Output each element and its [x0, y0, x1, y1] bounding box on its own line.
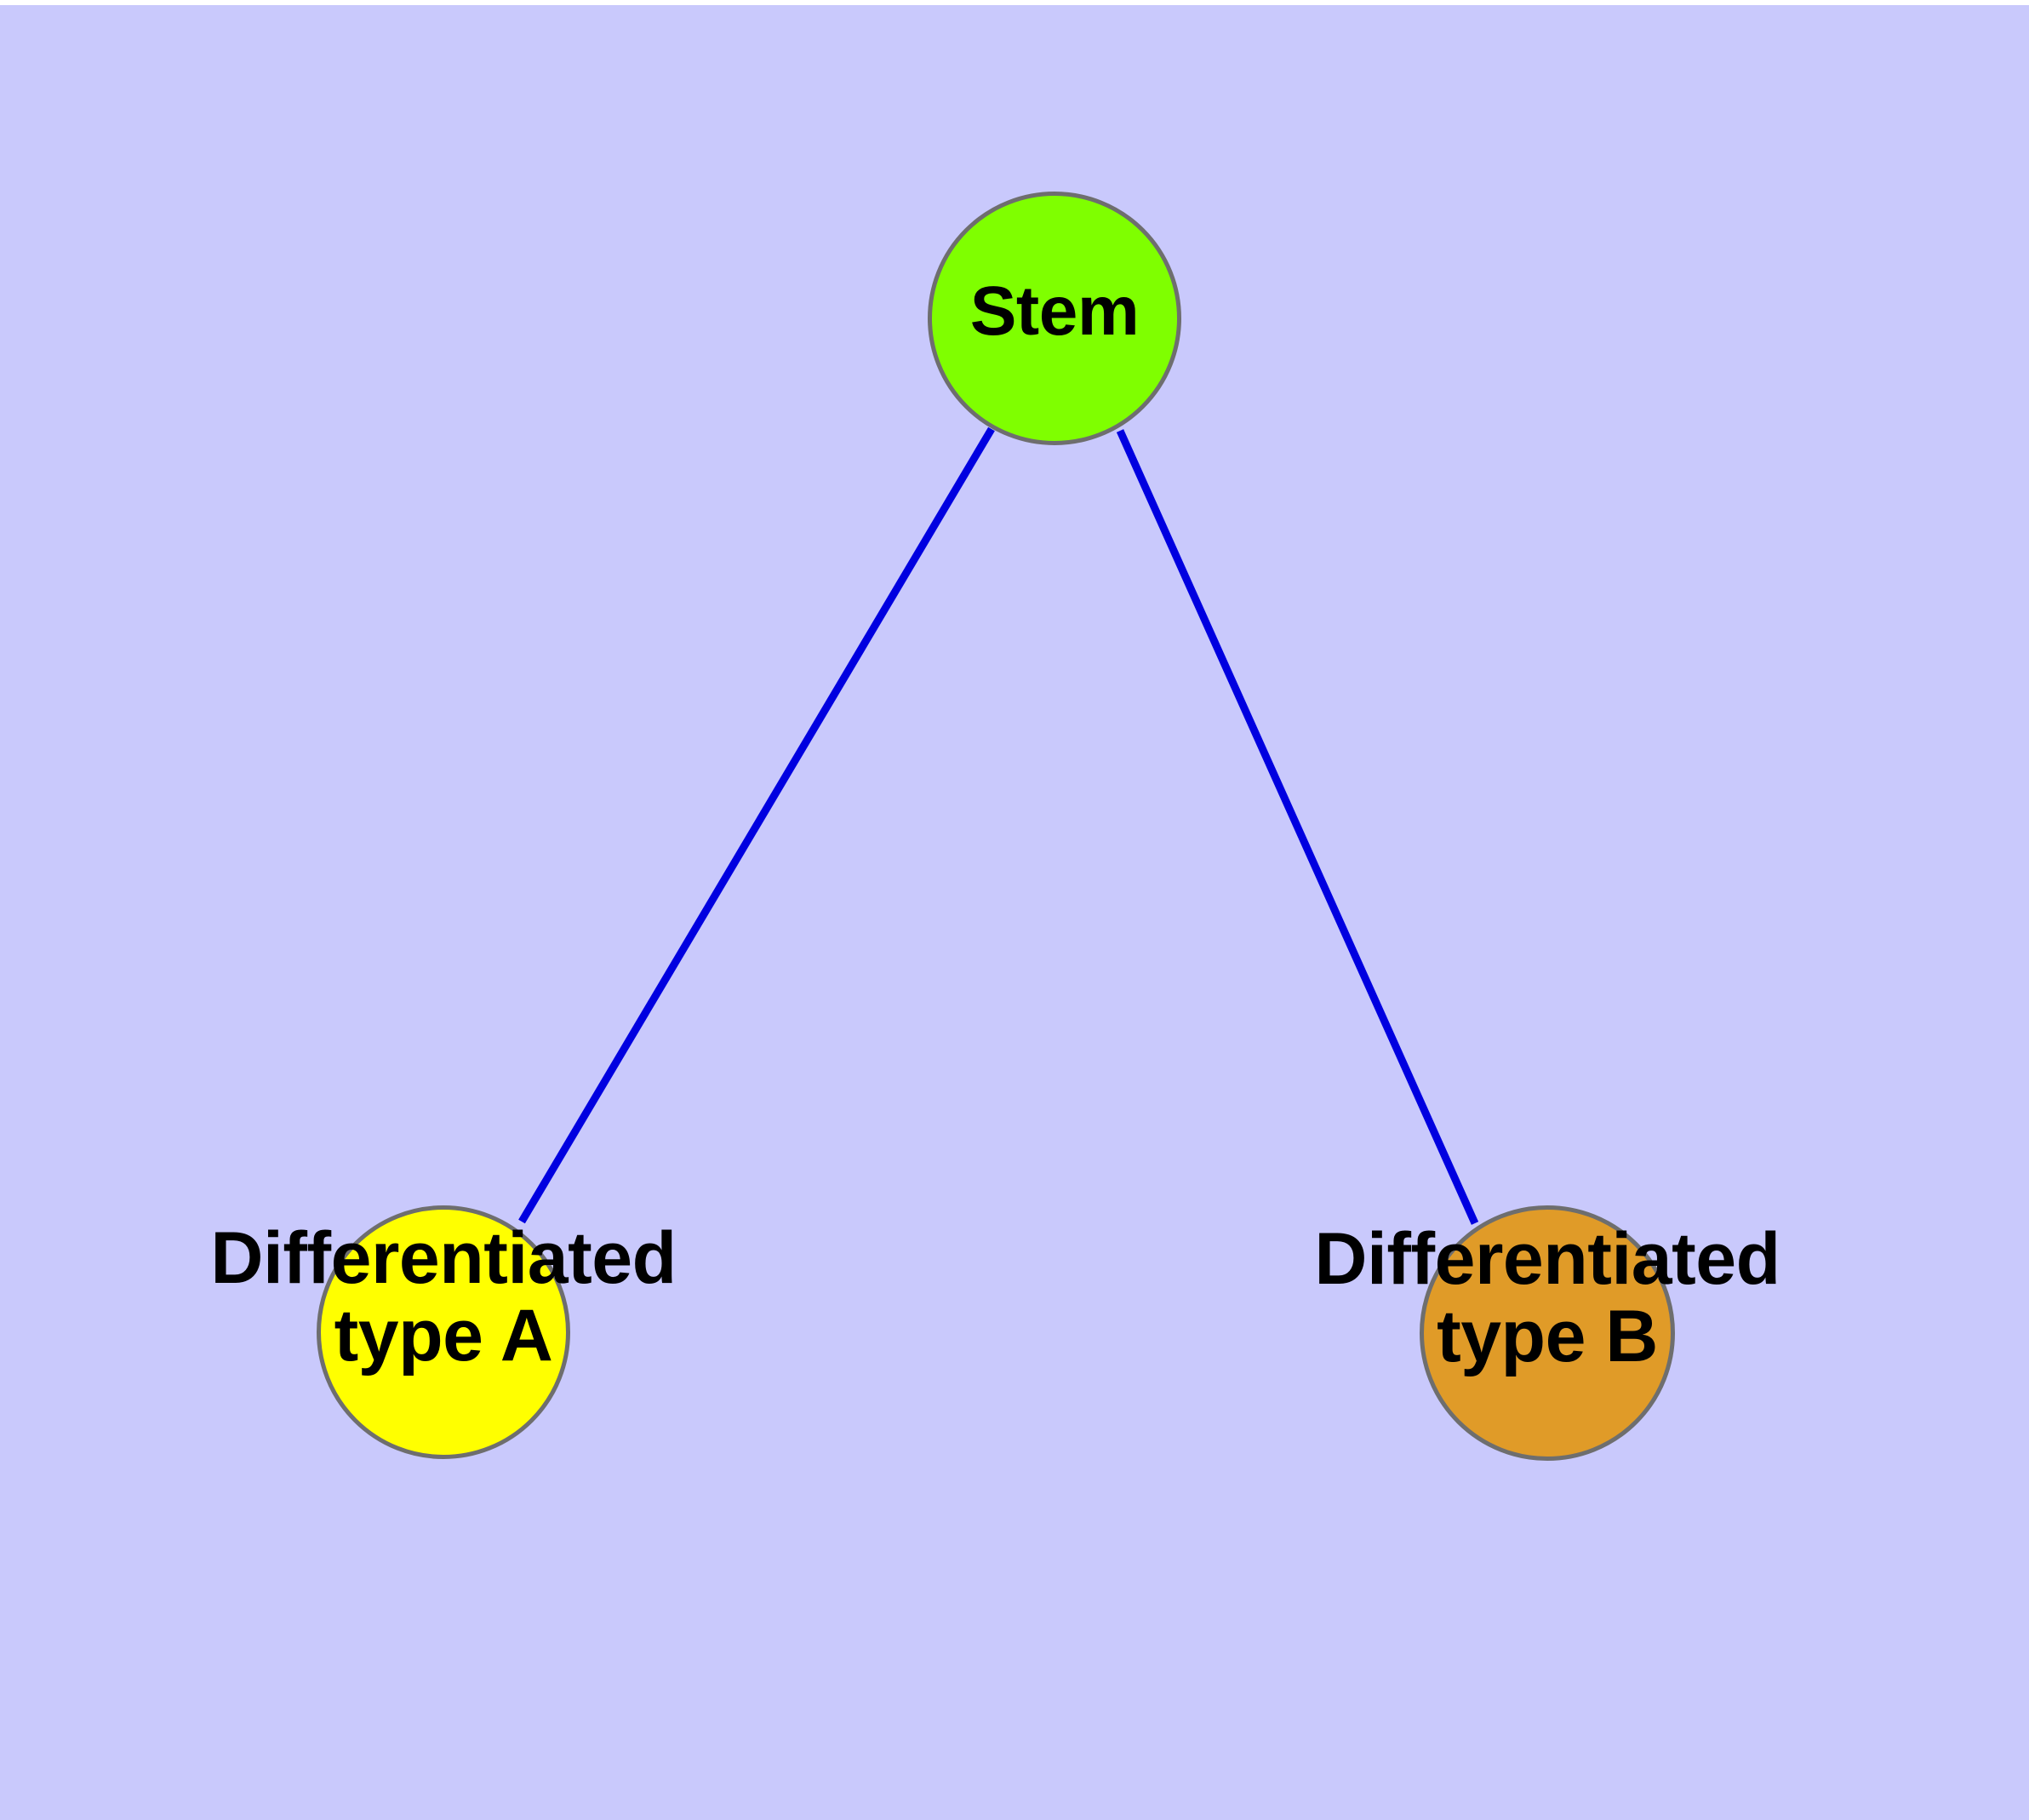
edge-stem-to-type-b [1116, 429, 1479, 1225]
edge-stem-to-type-a [518, 426, 995, 1224]
node-differentiated-type-b[interactable] [1420, 1205, 1675, 1461]
node-stem[interactable] [928, 192, 1181, 445]
node-differentiated-type-a[interactable] [317, 1205, 570, 1459]
